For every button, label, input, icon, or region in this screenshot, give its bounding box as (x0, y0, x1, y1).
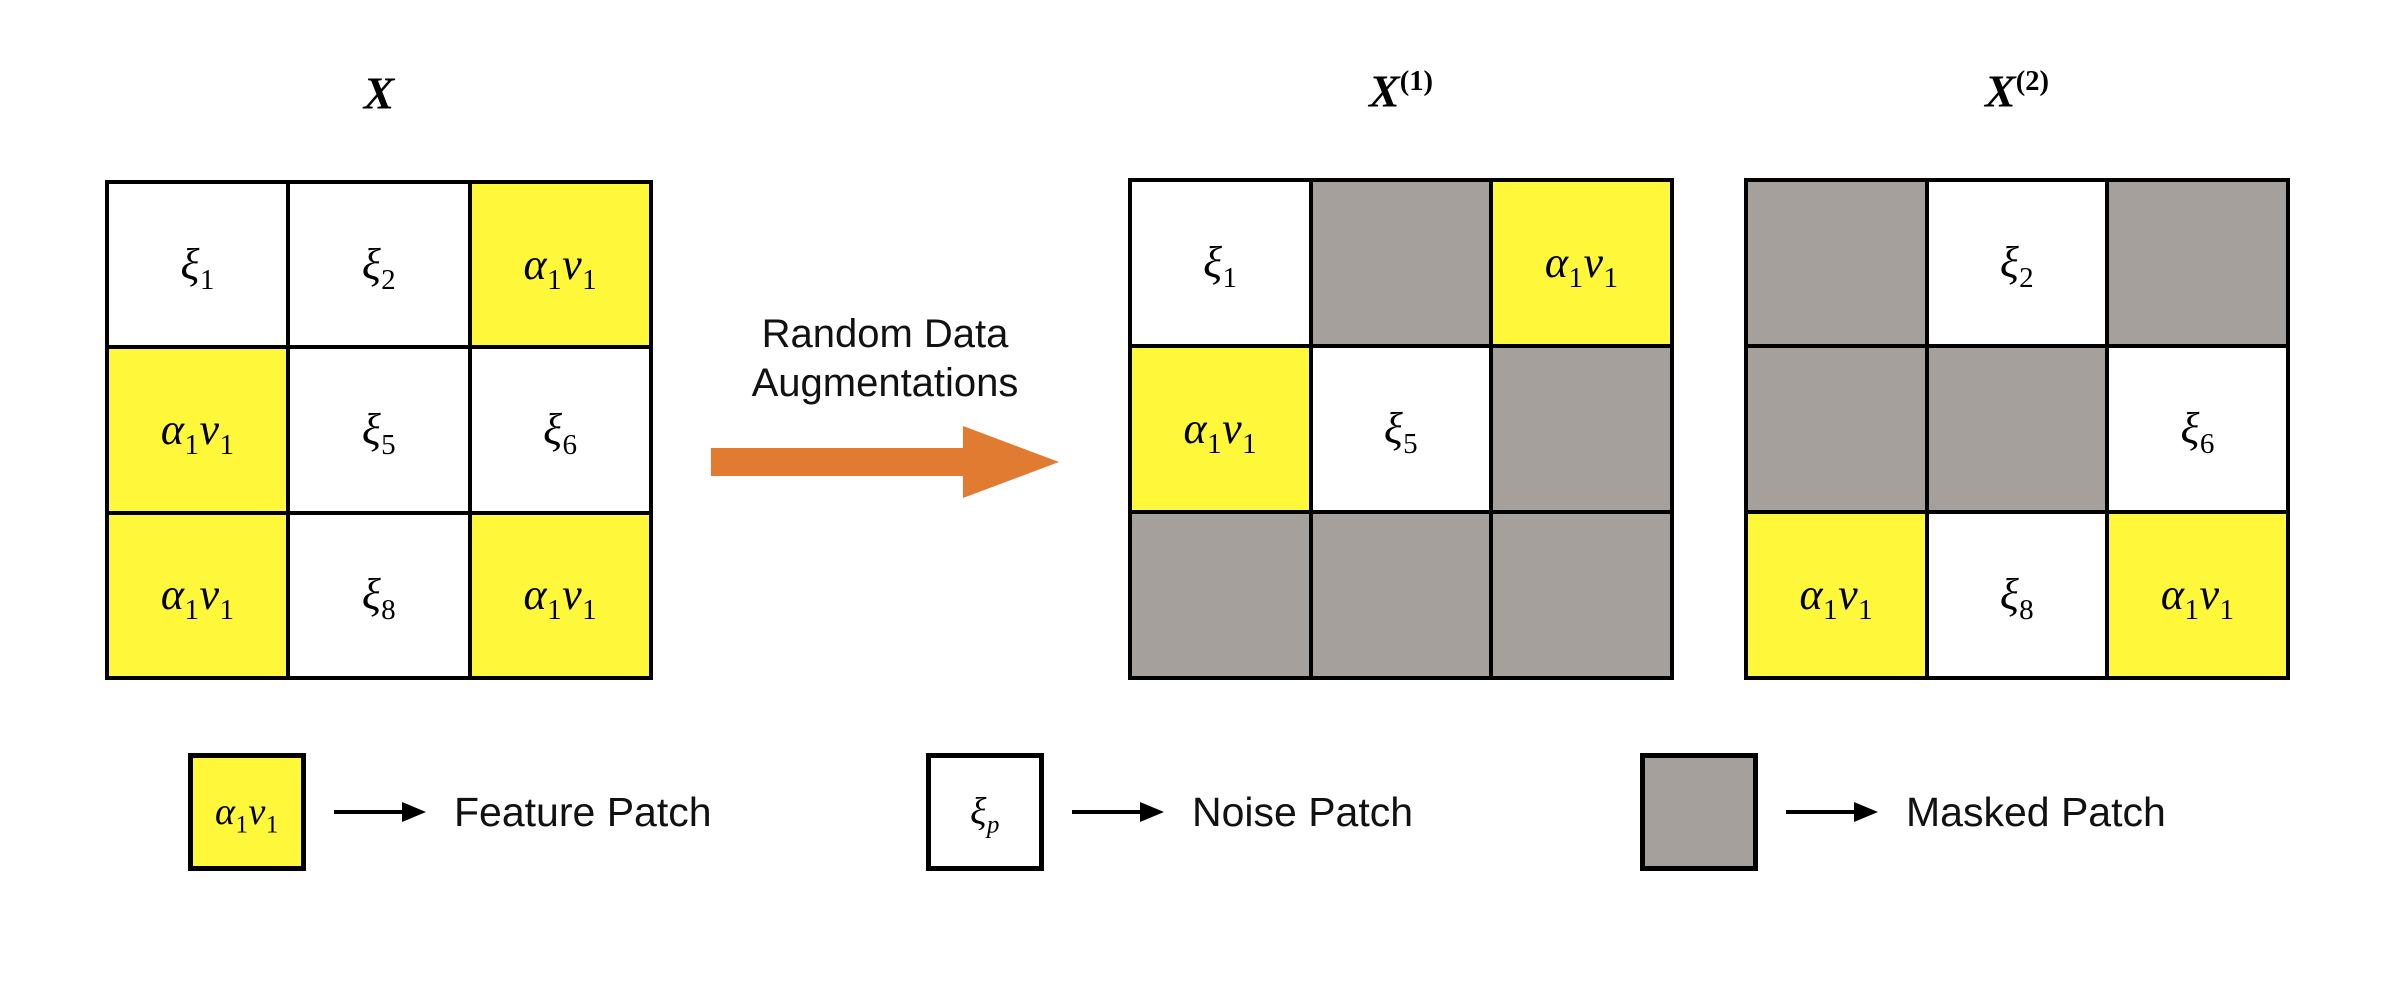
legend-label-noise-patch: Noise Patch (1192, 788, 1414, 835)
patch-cell[interactable]: ξ6 (471, 349, 649, 511)
patch-cell[interactable]: ξ5 (290, 349, 468, 511)
legend-item-noise-patch: ξp Noise Patch (926, 753, 1413, 871)
patch-label: ξ2 (1999, 238, 2035, 294)
patch-cell-masked[interactable] (1748, 348, 1925, 510)
legend-swatch-feature: α1v1 (188, 753, 306, 871)
patch-cell[interactable]: α1v1 (471, 184, 649, 346)
patch-cell-masked[interactable] (2109, 182, 2286, 344)
patch-label: α1v1 (1799, 570, 1874, 626)
legend-item-masked-patch: Masked Patch (1640, 753, 2166, 871)
patch-label: α1v1 (1544, 238, 1619, 294)
block-title-superscript: (1) (1399, 66, 1433, 97)
legend-item-feature-patch: α1v1 Feature Patch (188, 753, 712, 871)
patch-cell[interactable]: ξ2 (290, 184, 468, 346)
legend-swatch-masked (1640, 753, 1758, 871)
patch-cell-masked[interactable] (1493, 348, 1670, 510)
block-title-original: X (105, 70, 653, 116)
block-title-text: X (363, 67, 395, 119)
block-title-view2: X(2) (1744, 65, 2290, 117)
patch-label: ξ2 (361, 239, 397, 296)
patch-grid-view2: ξ2 ξ6 α1v1 ξ8 α1v1 (1744, 178, 2290, 680)
patch-label: ξ6 (543, 404, 578, 461)
patch-cell[interactable]: α1v1 (109, 349, 287, 511)
patch-cell-masked[interactable] (1493, 514, 1670, 676)
patch-cell[interactable]: ξ1 (109, 184, 287, 346)
patch-label: ξ6 (2180, 404, 2215, 460)
patch-cell-masked[interactable] (1748, 182, 1925, 344)
legend-arrow-icon (1072, 802, 1164, 822)
patch-cell-masked[interactable] (1132, 514, 1309, 676)
patch-label: α1v1 (160, 570, 235, 627)
patch-cell[interactable]: ξ8 (290, 514, 468, 676)
legend-arrow-icon (334, 802, 426, 822)
patch-grid-original: ξ1 ξ2 α1v1 α1v1 ξ5 ξ6 α1v1 ξ8 (105, 180, 653, 680)
block-view1: X(1) ξ1 α1v1 α1v1 ξ5 (1128, 58, 1674, 680)
augmentation-annotation: Random Data Augmentations (705, 310, 1065, 502)
legend-label-feature-patch: Feature Patch (454, 788, 712, 835)
patch-cell-masked[interactable] (1928, 348, 2106, 510)
block-view2: X(2) ξ2 ξ6 α1v1 ξ8 α1v1 (1744, 58, 2290, 680)
patch-label: α1v1 (523, 239, 598, 296)
patch-cell[interactable]: α1v1 (1748, 514, 1925, 676)
patch-label: ξ8 (361, 570, 397, 627)
legend-label-masked-patch: Masked Patch (1906, 788, 2166, 835)
patch-label: ξ5 (361, 404, 397, 461)
legend-swatch-label: α1v1 (215, 791, 279, 839)
block-title-text: X (1985, 65, 2016, 117)
legend-swatch-noise: ξp (926, 753, 1044, 871)
patch-label: α1v1 (1183, 404, 1258, 460)
patch-cell[interactable]: α1v1 (1493, 182, 1670, 344)
legend-swatch-label: ξp (970, 791, 1000, 839)
patch-cell-masked[interactable] (1312, 514, 1490, 676)
patch-cell[interactable]: α1v1 (471, 514, 649, 676)
patch-label: ξ1 (1203, 238, 1238, 294)
patch-cell[interactable]: ξ1 (1132, 182, 1309, 344)
legend-arrow-icon (1786, 802, 1878, 822)
augmentation-caption: Random Data Augmentations (751, 312, 1019, 405)
patch-cell[interactable]: α1v1 (109, 514, 287, 676)
block-title-text: X (1369, 65, 1400, 117)
patch-cell[interactable]: α1v1 (1132, 348, 1309, 510)
patch-cell[interactable]: α1v1 (2109, 514, 2286, 676)
patch-label: α1v1 (160, 404, 235, 461)
patch-cell-masked[interactable] (1312, 182, 1490, 344)
patch-cell[interactable]: ξ2 (1928, 182, 2106, 344)
patch-cell[interactable]: ξ6 (2109, 348, 2286, 510)
right-arrow-icon (711, 425, 1059, 498)
patch-label: α1v1 (523, 570, 598, 627)
patch-label: ξ8 (1999, 570, 2035, 626)
block-title-superscript: (2) (2015, 66, 2049, 97)
block-original: X ξ1 ξ2 α1v1 α1v1 ξ5 ξ6 α1v1 (105, 60, 653, 680)
patch-label: α1v1 (2160, 570, 2235, 626)
patch-grid-view1: ξ1 α1v1 α1v1 ξ5 (1128, 178, 1674, 680)
patch-label: ξ1 (180, 239, 215, 296)
patch-cell[interactable]: ξ8 (1928, 514, 2106, 676)
patch-cell[interactable]: ξ5 (1312, 348, 1490, 510)
block-title-view1: X(1) (1128, 65, 1674, 117)
patch-label: ξ5 (1383, 404, 1419, 460)
